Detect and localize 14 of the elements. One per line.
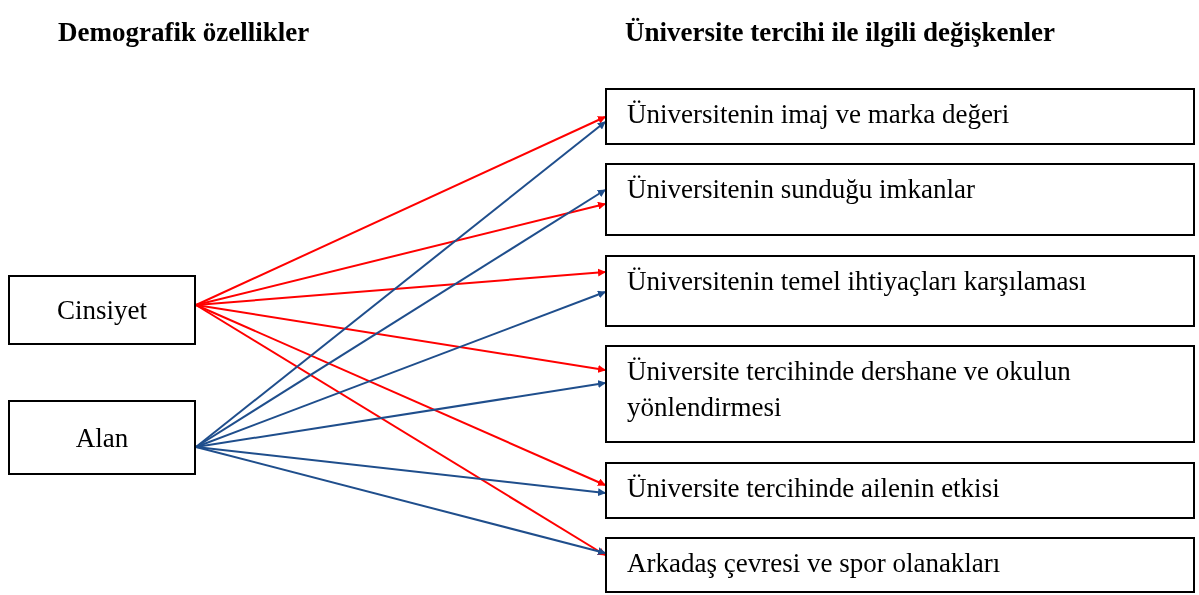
text-box: Üniversitenin imaj ve marka değeri — [605, 88, 1195, 145]
text-box: Arkadaş çevresi ve spor olanakları — [605, 537, 1195, 593]
arrow — [195, 116, 606, 306]
text-box: Cinsiyet — [8, 275, 196, 345]
text-box: Üniversitenin sunduğu imkanlar — [605, 163, 1195, 236]
column-heading: Üniversite tercihi ile ilgili değişkenler — [625, 16, 1055, 49]
arrow — [195, 446, 606, 556]
text-box: Alan — [8, 400, 196, 475]
text-box: Üniversite tercihinde dershane ve okulun yönlendirmesi — [605, 345, 1195, 443]
column-heading: Demografik özellikler — [58, 16, 310, 49]
text-box: Üniversite tercihinde ailenin etkisi — [605, 462, 1195, 519]
text-box: Üniversitenin temel ihtiyaçları karşılaması — [605, 255, 1195, 327]
arrow — [195, 304, 606, 556]
arrow — [195, 446, 606, 497]
